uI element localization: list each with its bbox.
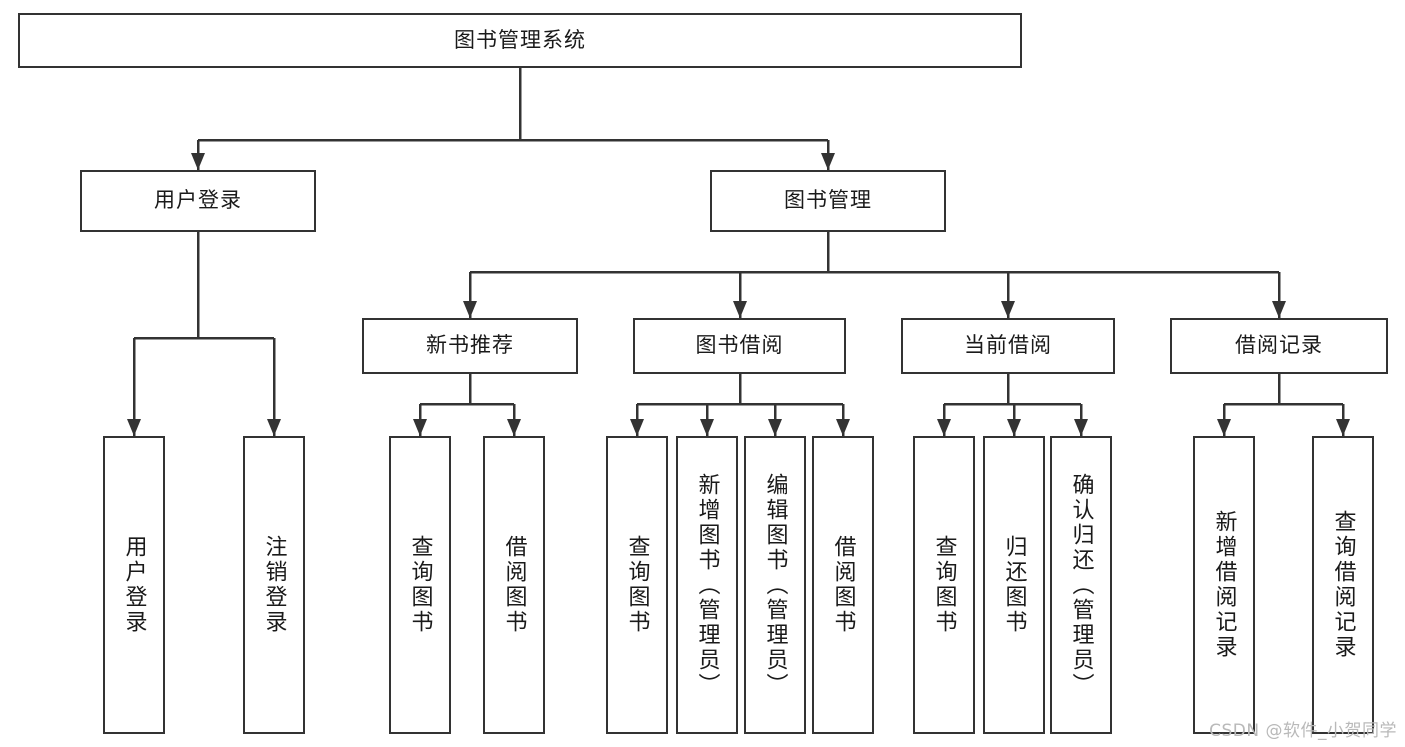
node-cur-return[interactable]: 归还图书	[983, 436, 1045, 734]
node-login[interactable]: 用户登录	[80, 170, 316, 232]
arrow-head-icon	[768, 419, 782, 436]
node-label: 归还图书	[1001, 535, 1027, 635]
node-nb-borrow[interactable]: 借阅图书	[483, 436, 545, 734]
node-bk-edit[interactable]: 编辑图书（管理员）	[744, 436, 806, 734]
node-label: 查询图书	[931, 535, 957, 635]
arrow-head-icon	[1272, 301, 1286, 318]
node-bk-query[interactable]: 查询图书	[606, 436, 668, 734]
arrow-head-icon	[1007, 419, 1021, 436]
node-bookmgmt[interactable]: 图书管理	[710, 170, 946, 232]
node-current[interactable]: 当前借阅	[901, 318, 1115, 374]
arrow-head-icon	[700, 419, 714, 436]
arrow-head-icon	[267, 419, 281, 436]
arrow-head-icon	[1336, 419, 1350, 436]
node-rec-add[interactable]: 新增借阅记录	[1193, 436, 1255, 734]
node-bk-add[interactable]: 新增图书（管理员）	[676, 436, 738, 734]
node-label: 查询图书	[624, 535, 650, 635]
arrow-head-icon	[1217, 419, 1231, 436]
arrow-head-icon	[413, 419, 427, 436]
arrow-head-icon	[836, 419, 850, 436]
node-borrow[interactable]: 图书借阅	[633, 318, 846, 374]
node-label: 查询借阅记录	[1330, 510, 1356, 660]
node-label: 图书管理系统	[454, 27, 586, 52]
node-label: 图书借阅	[695, 333, 784, 358]
node-root[interactable]: 图书管理系统	[18, 13, 1022, 68]
arrow-head-icon	[1001, 301, 1015, 318]
arrow-head-icon	[191, 153, 205, 170]
node-label: 确认归还（管理员）	[1068, 472, 1094, 698]
arrow-head-icon	[630, 419, 644, 436]
node-label: 用户登录	[154, 188, 242, 213]
node-label: 图书管理	[784, 188, 872, 213]
node-newbook[interactable]: 新书推荐	[362, 318, 578, 374]
node-label: 借阅记录	[1235, 333, 1323, 358]
node-login-out[interactable]: 注销登录	[243, 436, 305, 734]
node-label: 当前借阅	[964, 333, 1052, 358]
arrow-head-icon	[733, 301, 747, 318]
node-rec-query[interactable]: 查询借阅记录	[1312, 436, 1374, 734]
node-records[interactable]: 借阅记录	[1170, 318, 1388, 374]
arrow-head-icon	[507, 419, 521, 436]
node-cur-confirm[interactable]: 确认归还（管理员）	[1050, 436, 1112, 734]
node-label: 编辑图书（管理员）	[762, 472, 788, 698]
node-label: 新增借阅记录	[1211, 510, 1237, 660]
arrow-head-icon	[463, 301, 477, 318]
arrow-head-icon	[937, 419, 951, 436]
arrow-head-icon	[1074, 419, 1088, 436]
arrow-head-icon	[127, 419, 141, 436]
node-label: 用户登录	[121, 535, 147, 635]
node-cur-query[interactable]: 查询图书	[913, 436, 975, 734]
node-label: 借阅图书	[501, 535, 527, 635]
node-nb-query[interactable]: 查询图书	[389, 436, 451, 734]
node-label: 注销登录	[261, 535, 287, 635]
watermark: CSDN @软件_小贺同学	[1209, 721, 1397, 741]
node-login-in[interactable]: 用户登录	[103, 436, 165, 734]
node-label: 新书推荐	[426, 333, 514, 358]
node-label: 新增图书（管理员）	[694, 472, 720, 698]
node-label: 借阅图书	[830, 535, 856, 635]
arrow-head-icon	[821, 153, 835, 170]
node-bk-borrow[interactable]: 借阅图书	[812, 436, 874, 734]
node-label: 查询图书	[407, 535, 433, 635]
